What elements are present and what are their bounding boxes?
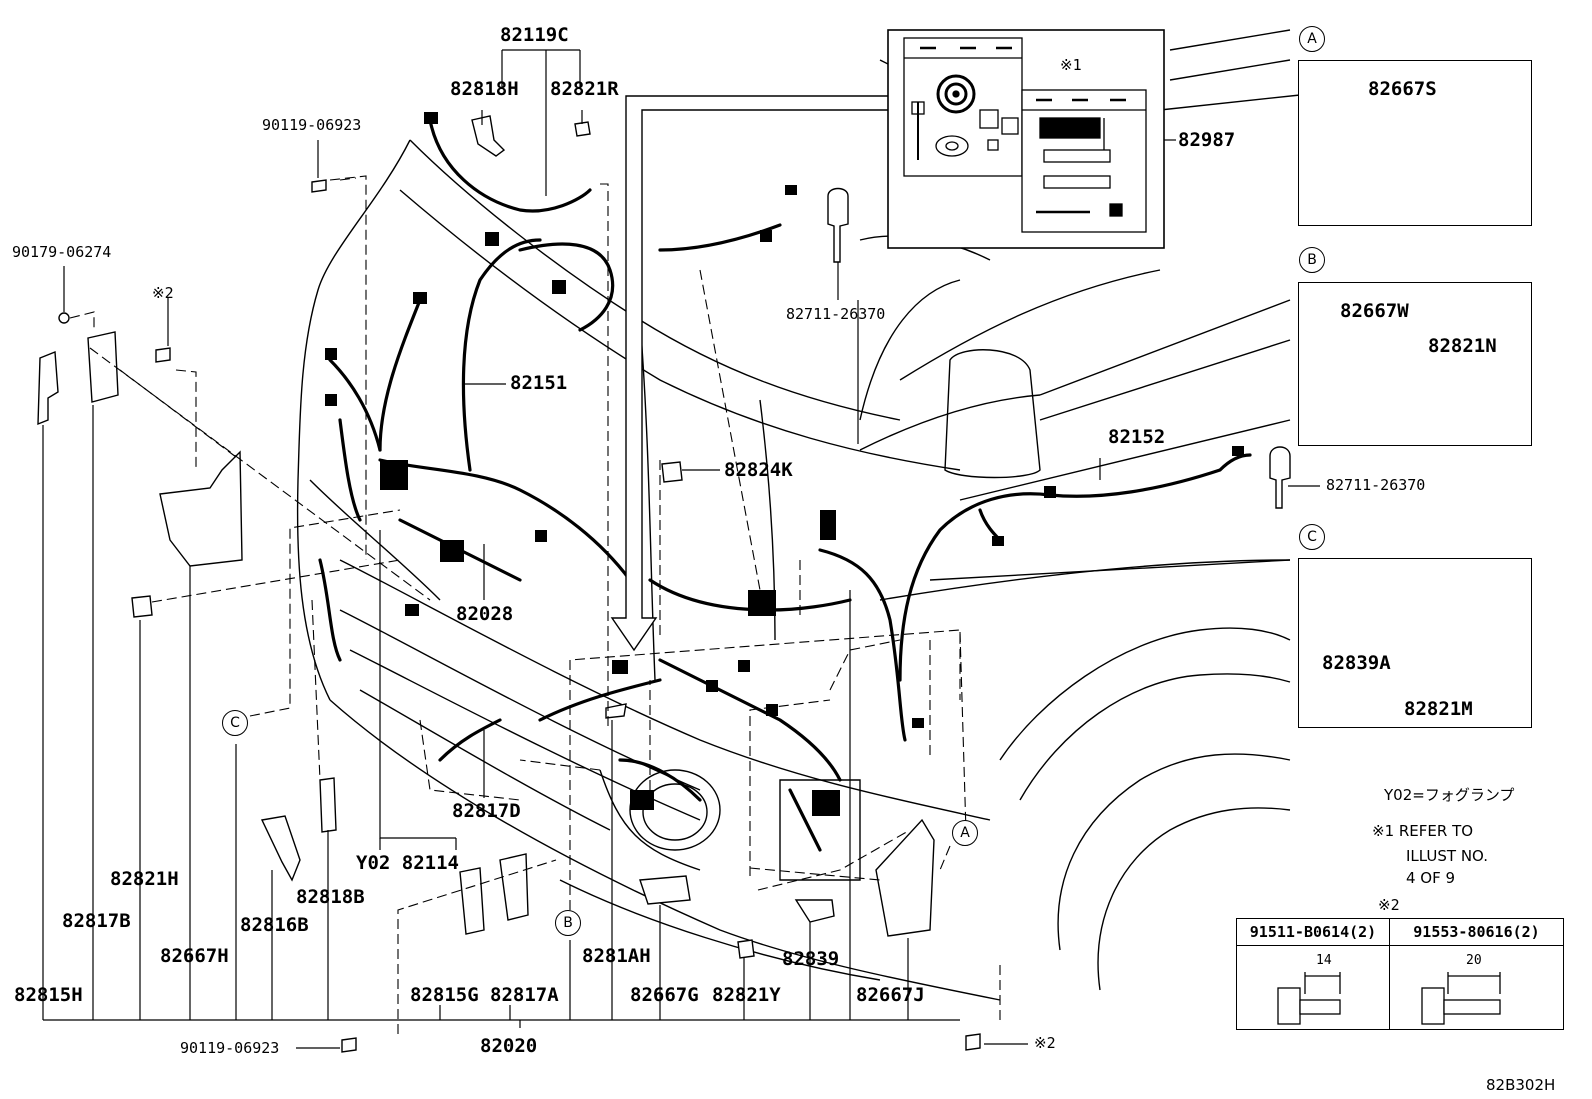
label-82821M: 82821M [1404, 698, 1473, 720]
label-82119C: 82119C [500, 24, 569, 46]
label-90119-bottom: 90119-06923 [180, 1039, 280, 1057]
bolt-table: 91511-B0614(2) 91553-80616(2) [1236, 918, 1564, 1030]
label-82821Y: 82821Y [712, 984, 781, 1006]
brackets [37, 115, 1291, 1053]
note-mark2-table: ※2 [1378, 896, 1400, 914]
label-82152: 82152 [1108, 426, 1166, 448]
bolt-table-divider [1389, 919, 1390, 1029]
label-82821R: 82821R [550, 78, 619, 100]
label-82667W: 82667W [1340, 300, 1409, 322]
note-refer-line2: ILLUST NO. [1406, 847, 1489, 865]
kit-arrow [610, 95, 899, 652]
bolt-col1-header: 91511-B0614(2) [1237, 919, 1389, 946]
label-90119-top: 90119-06923 [262, 116, 362, 134]
kit-box-art [887, 29, 1165, 249]
label-82818B: 82818B [296, 886, 365, 908]
detail-box-c [1298, 558, 1532, 728]
label-82839A: 82839A [1322, 652, 1391, 674]
label-82667J: 82667J [856, 984, 925, 1006]
mark-2-left: ※2 [152, 284, 174, 302]
callout-a-legend: A [1299, 26, 1325, 52]
diagram-code: 82B302H [1486, 1076, 1556, 1094]
label-8281AH: 8281AH [582, 945, 651, 967]
dashed-guides [69, 175, 1001, 1034]
leader-lines [42, 49, 1320, 1049]
note-refer-line3: 4 OF 9 [1406, 869, 1456, 887]
label-82711-top: 82711-26370 [786, 305, 886, 323]
label-82817A: 82817A [490, 984, 559, 1006]
detail-box-a [1298, 60, 1532, 226]
callout-c-legend: C [1299, 524, 1325, 550]
label-82151: 82151 [510, 372, 568, 394]
bolt-col2-header: 91553-80616(2) [1390, 919, 1563, 946]
label-82667G: 82667G [630, 984, 699, 1006]
label-82815G: 82815G [410, 984, 479, 1006]
note-y02: Y02=フォグランプ [1384, 786, 1515, 804]
label-82817D: 82817D [452, 800, 521, 822]
label-82711-right: 82711-26370 [1326, 476, 1426, 494]
label-82114: Y02 82114 [356, 852, 459, 874]
callout-a-diagram: A [952, 820, 978, 846]
callout-c-diagram: C [222, 710, 248, 736]
label-82020: 82020 [480, 1035, 538, 1057]
bolt-col2-dim: 20 [1466, 953, 1482, 968]
label-82987: 82987 [1178, 129, 1236, 151]
label-82821H: 82821H [110, 868, 179, 890]
bolt-col1-dim: 14 [1316, 953, 1332, 968]
mark-2-bottom: ※2 [1034, 1034, 1056, 1052]
label-82821N: 82821N [1428, 335, 1497, 357]
vehicle-body-outline [296, 29, 1301, 1001]
label-82815H: 82815H [14, 984, 83, 1006]
label-82824K: 82824K [724, 459, 793, 481]
label-90179: 90179-06274 [12, 243, 112, 261]
label-82667S: 82667S [1368, 78, 1437, 100]
label-82667H: 82667H [160, 945, 229, 967]
note-refer-line1: ※1 REFER TO [1372, 822, 1474, 840]
bolt-drawings [1277, 972, 1501, 1025]
detail-box-b [1298, 282, 1532, 446]
callout-b-legend: B [1299, 247, 1325, 273]
label-82816B: 82816B [240, 914, 309, 936]
label-82839: 82839 [782, 948, 840, 970]
label-82028: 82028 [456, 603, 514, 625]
mark-1: ※1 [1060, 56, 1082, 74]
harness-cables [318, 118, 1252, 852]
label-82818H: 82818H [450, 78, 519, 100]
callout-b-diagram: B [555, 910, 581, 936]
connectors [325, 112, 1244, 816]
label-82817B: 82817B [62, 910, 131, 932]
